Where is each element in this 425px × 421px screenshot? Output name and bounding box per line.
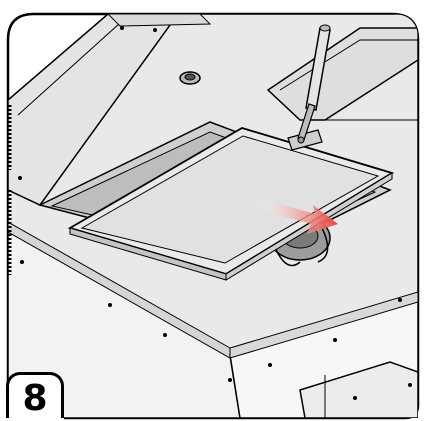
arrow-icon (254, 198, 338, 234)
back-panel-edge (17, 14, 131, 116)
filter-panel-icon (67, 127, 395, 281)
back-panel (8, 14, 180, 206)
hinge-plate (287, 129, 323, 151)
front-lip-right (229, 291, 418, 359)
front-screws (18, 26, 412, 400)
step-badge: 8 (6, 372, 64, 418)
bolt-icon (179, 71, 201, 85)
gas-strut-icon (297, 24, 331, 144)
back-panel-flange (106, 14, 212, 27)
step-number: 8 (22, 377, 48, 419)
lower-housing (299, 361, 418, 418)
